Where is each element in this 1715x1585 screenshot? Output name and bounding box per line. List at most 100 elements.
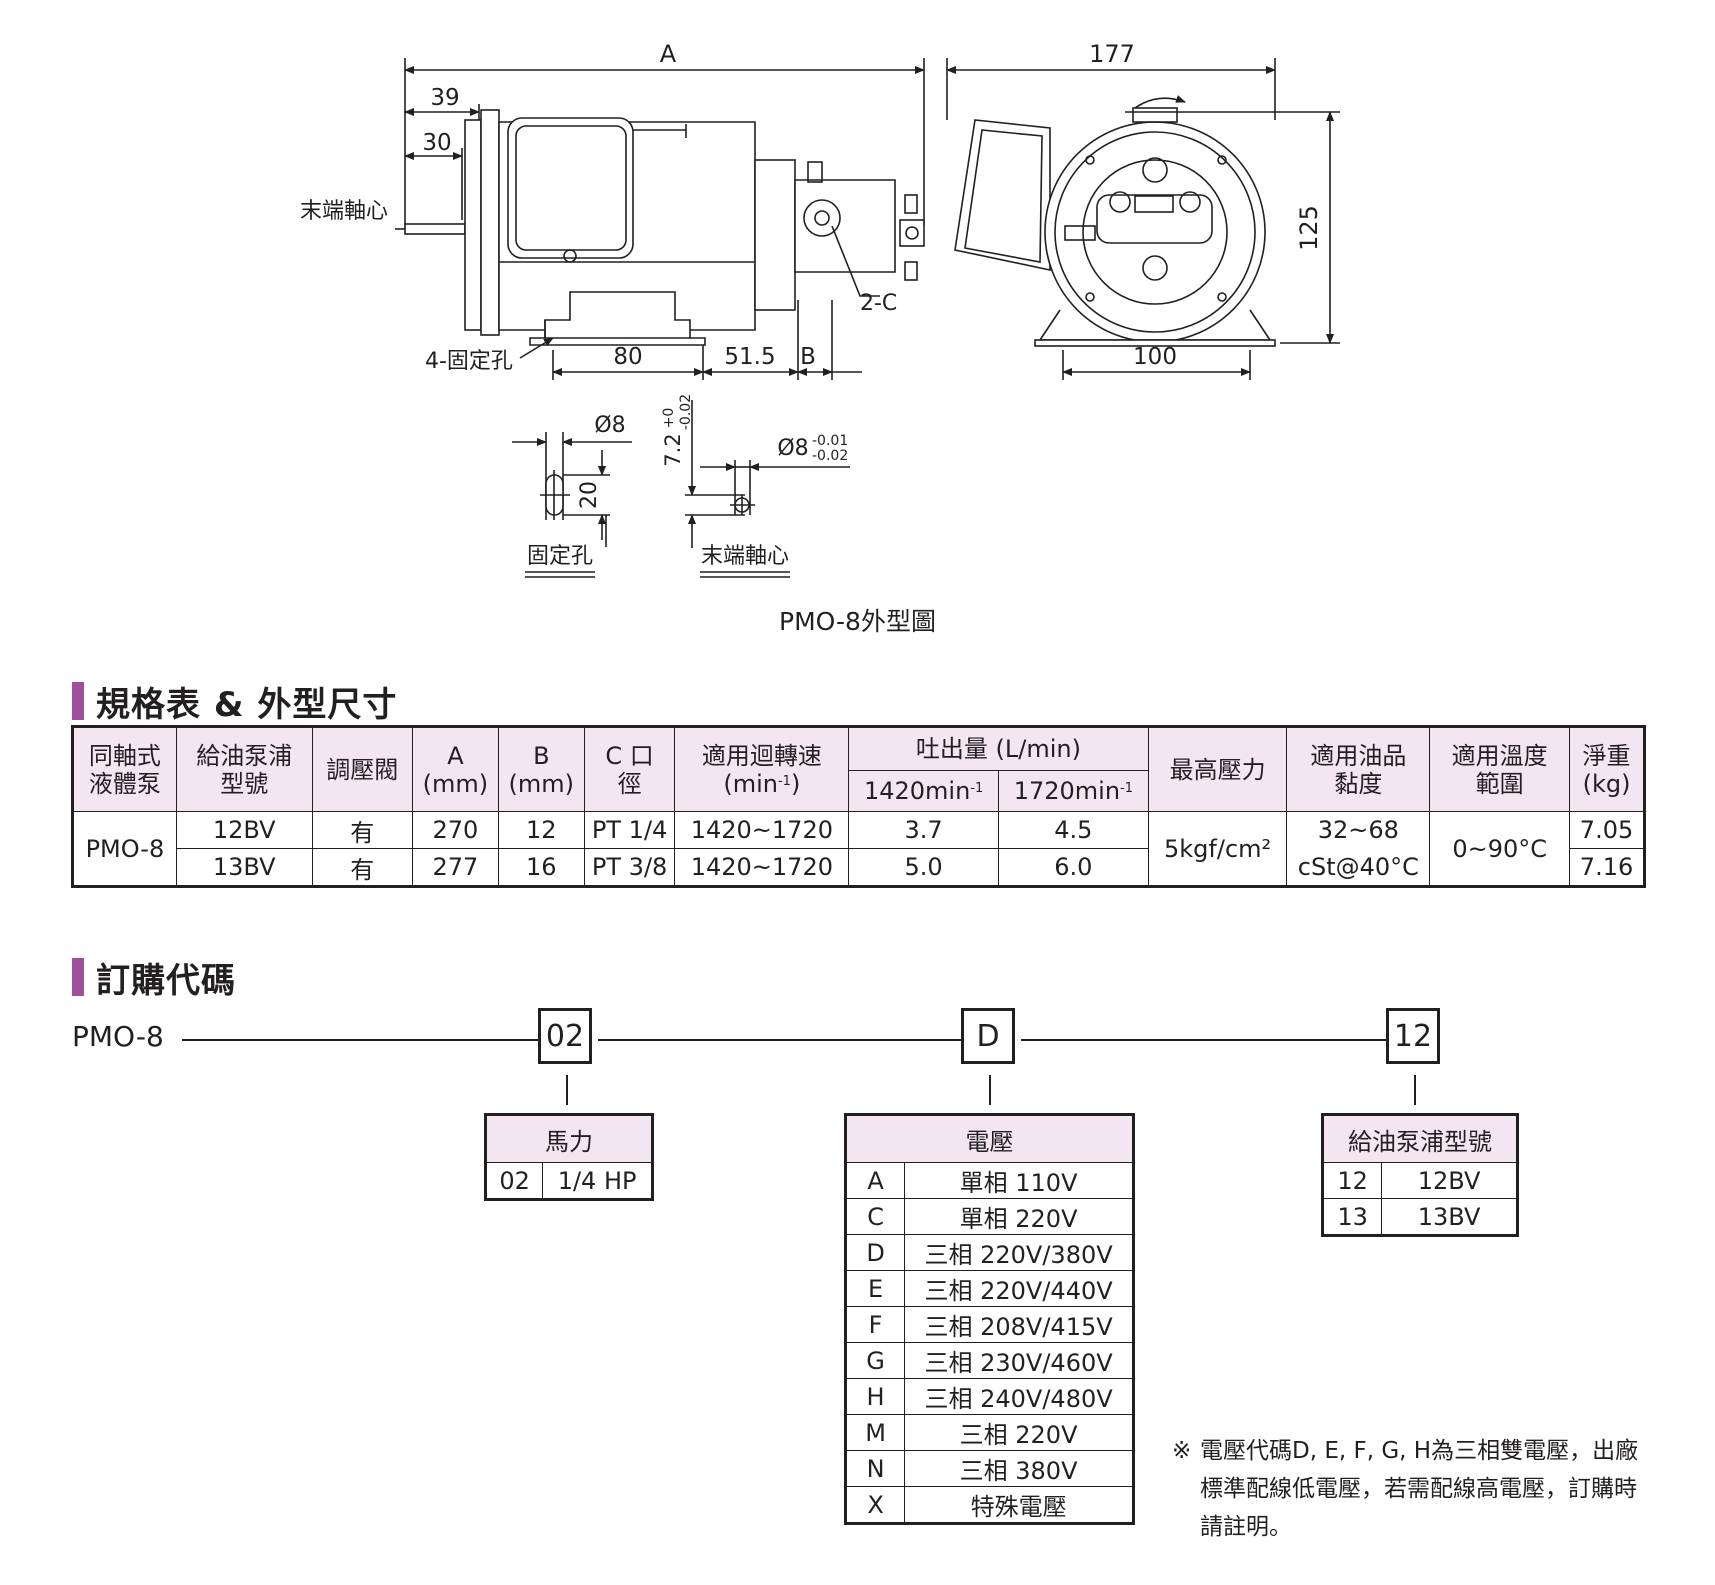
- label-fixing-hole: 固定孔: [527, 544, 593, 569]
- cell-c: PT 1/4: [583, 811, 676, 849]
- header-output-1720: 1720min-1: [997, 770, 1149, 812]
- hp-value: 1/4 HP: [542, 1162, 653, 1200]
- voltage-code: G: [844, 1342, 906, 1379]
- header-viscosity: 適用油品黏度: [1286, 726, 1431, 812]
- header-temperature: 適用溫度範圍: [1429, 726, 1571, 812]
- table-row: 13BV 有 277 16 PT 3/8 1420~1720 5.0 6.0 c…: [73, 848, 1645, 887]
- cell-visc-2: cSt@40°C: [1286, 848, 1431, 887]
- dim-b: B: [800, 344, 816, 370]
- voltage-value: 單相 220V: [904, 1198, 1134, 1235]
- header-pressure: 最高壓力: [1147, 726, 1288, 812]
- voltage-value: 三相 220V/380V: [904, 1234, 1134, 1271]
- connector-line: [1414, 1075, 1416, 1105]
- voltage-value: 三相 220V: [904, 1414, 1134, 1451]
- section-marker: [72, 682, 84, 720]
- code-box-voltage: D: [961, 1008, 1015, 1064]
- header-output-1420: 1420min-1: [848, 770, 999, 812]
- label-d8: Ø8: [594, 413, 625, 438]
- table-row: 02 1/4 HP: [484, 1162, 653, 1200]
- dim-100: 100: [1133, 344, 1177, 370]
- order-section-title: 訂購代碼: [96, 960, 236, 1001]
- dim-125: 125: [1295, 205, 1323, 251]
- tol-plus0: +0: [661, 408, 677, 429]
- label-d8-shaft: Ø8: [777, 436, 808, 461]
- header-b: B (mm): [497, 726, 585, 812]
- note-mark: ※: [1172, 1438, 1192, 1464]
- voltage-value: 三相 220V/440V: [904, 1270, 1134, 1307]
- cell-weight: 7.05: [1569, 811, 1645, 849]
- connector-line: [989, 1075, 991, 1105]
- dim-39: 39: [430, 85, 459, 111]
- label-7-2: 7.2: [661, 433, 685, 466]
- voltage-table-title: 電壓: [845, 1114, 1134, 1163]
- cell-a: 270: [411, 811, 499, 849]
- header-c: C 口徑: [583, 726, 676, 812]
- cell-a: 277: [411, 848, 499, 887]
- voltage-value: 三相 380V: [904, 1450, 1134, 1487]
- header-a: A (mm): [411, 726, 499, 812]
- label-shaft-end-2: 末端軸心: [701, 544, 789, 569]
- voltage-value: 特殊電壓: [904, 1486, 1134, 1524]
- cell-out2: 6.0: [997, 848, 1149, 887]
- spec-table: 同軸式液體泵 給油泵浦型號 調壓閥 A (mm) B (mm) C 口徑 適用迴…: [71, 725, 1646, 888]
- voltage-code: H: [844, 1378, 906, 1415]
- side-view: [395, 58, 925, 380]
- shaft-end-detail: [685, 400, 850, 578]
- cell-weight: 7.16: [1569, 848, 1645, 887]
- cell-out1: 3.7: [848, 811, 999, 849]
- header-speed: 適用迴轉速 (min-1): [674, 726, 850, 812]
- header-weight: 淨重 (kg): [1569, 726, 1645, 812]
- code-box-pump: 12: [1386, 1008, 1440, 1064]
- connector-line: [1021, 1039, 1388, 1041]
- connector-line: [182, 1039, 540, 1041]
- connector-line: [598, 1039, 963, 1041]
- hp-table-title: 馬力: [485, 1114, 653, 1163]
- voltage-code: X: [844, 1486, 906, 1524]
- label-2c: 2-C: [860, 291, 897, 316]
- cell-visc-1: 32~68: [1286, 811, 1431, 849]
- cell-pump: PMO-8: [72, 811, 177, 887]
- cell-valve: 有: [311, 848, 413, 887]
- header-pump-type: 同軸式液體泵: [72, 726, 177, 812]
- voltage-code: C: [844, 1198, 906, 1235]
- section-marker: [72, 958, 84, 996]
- code-box-hp: 02: [538, 1008, 592, 1064]
- voltage-value: 三相 208V/415V: [904, 1306, 1134, 1343]
- dim-a: A: [660, 40, 677, 68]
- table-row: PMO-8 12BV 有 270 12 PT 1/4 1420~1720 3.7…: [72, 811, 1645, 887]
- fixing-hole-detail: [512, 432, 632, 578]
- voltage-code: F: [844, 1306, 906, 1343]
- voltage-code: M: [844, 1414, 906, 1451]
- cell-model: 13BV: [175, 848, 313, 887]
- hp-code: 02: [484, 1162, 544, 1200]
- cell-out2: 4.5: [997, 811, 1149, 849]
- pump-value: 12BV: [1381, 1162, 1518, 1199]
- cell-temp: 0~90°C: [1429, 811, 1571, 887]
- cell-pressure: 5kgf/cm²: [1147, 811, 1288, 887]
- dim-51-5: 51.5: [724, 344, 775, 370]
- voltage-note: ※ 電壓代碼D, E, F, G, H為三相雙電壓，出廠標準配線低電壓，若需配線…: [1172, 1432, 1652, 1546]
- pump-table-title: 給油泵浦型號: [1322, 1114, 1518, 1163]
- header-output: 吐出量 (L/min): [848, 726, 1149, 771]
- dim-30: 30: [422, 130, 451, 156]
- tol-minus002-b: -0.02: [812, 448, 848, 464]
- pump-outline-drawing: A 39 30 末端軸心 177 125 2-C 4-固定孔 80 51.5 B…: [300, 40, 1340, 578]
- order-section-heading: 訂購代碼: [72, 957, 236, 1001]
- dim-80: 80: [613, 344, 642, 370]
- hp-table: 馬力 02 1/4 HP: [484, 1113, 654, 1201]
- dim-177: 177: [1089, 40, 1135, 68]
- spec-section-heading: 規格表 & 外型尺寸: [72, 681, 397, 725]
- tol-minus002: -0.02: [678, 394, 694, 430]
- label-shaft-end: 末端軸心: [300, 199, 388, 224]
- header-model: 給油泵浦型號: [175, 726, 313, 812]
